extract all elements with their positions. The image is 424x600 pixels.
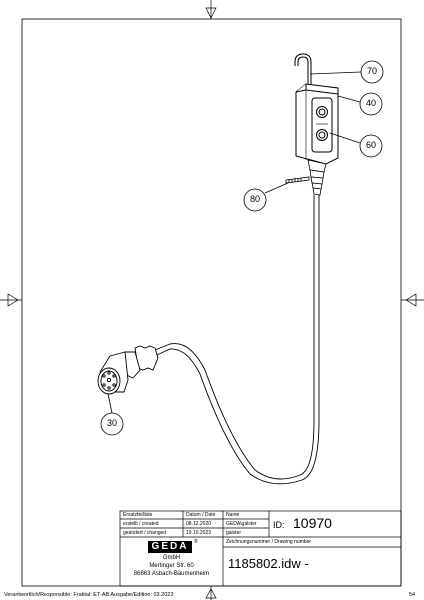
callout-label-80: 80	[249, 194, 260, 204]
changed-date: 19.10.2023	[186, 530, 212, 536]
screw-part	[285, 176, 310, 184]
changed-name: galster	[226, 530, 242, 536]
drawing-number-label: Zeichnungsnummer / Drawing number	[226, 539, 312, 545]
callout-label-70: 70	[366, 66, 377, 76]
company-city: 86663 Asbach-Bäumenheim	[133, 571, 210, 577]
date-header: Datum / Date	[186, 512, 216, 518]
company-logo-text: GEDA	[151, 541, 189, 552]
company-street: Mertinger Str. 60	[149, 563, 194, 569]
drawing-number: 1185802.idw -	[228, 556, 309, 571]
created-label: erstellt / created	[123, 521, 159, 527]
callout-label-60: 60	[365, 140, 376, 150]
callout-40	[337, 92, 383, 116]
company-gmbh: GmbH	[162, 555, 181, 561]
spare-parts-list-label: Ersatzteilliste	[123, 512, 153, 518]
strain-relief-part	[307, 159, 327, 196]
id-value: 10970	[293, 515, 332, 531]
drawing-frame	[21, 18, 402, 587]
control-box-part	[295, 83, 339, 165]
callout-30	[100, 393, 124, 436]
id-label: ID:	[273, 520, 285, 530]
created-name: GEDA\galster	[226, 521, 257, 527]
callout-80	[243, 182, 289, 212]
cable	[154, 195, 320, 485]
name-header: Name	[226, 512, 240, 518]
callout-label-40: 40	[365, 98, 376, 108]
geda-logo	[148, 541, 192, 553]
callout-60	[329, 132, 383, 158]
created-date: 08.12.2020	[186, 521, 212, 527]
hook-part	[294, 53, 312, 86]
registered-mark: ®	[194, 539, 198, 545]
callout-70	[309, 60, 384, 84]
changed-label: geändert / changed	[123, 530, 167, 536]
centering-mark-bottom	[205, 586, 217, 600]
page-number: 54	[409, 592, 416, 598]
title-block-grid	[119, 510, 402, 587]
callout-label-30: 30	[106, 418, 117, 428]
centering-mark-top	[205, 0, 217, 19]
cee-plug-part	[97, 345, 159, 395]
responsible-note: Verantwortlich/Responsible: Fraktal: ET-…	[4, 592, 174, 598]
centering-mark-right	[401, 293, 424, 307]
centering-mark-left	[0, 293, 22, 307]
